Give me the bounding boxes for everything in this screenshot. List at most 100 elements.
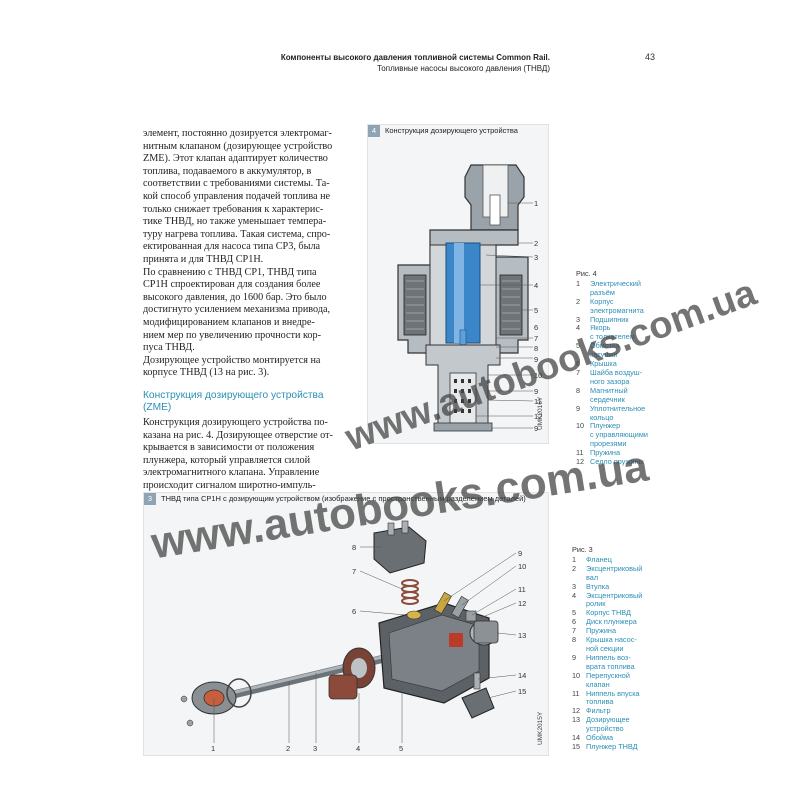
text-line: казана на рис. 4. Дозирующее отверстие о…: [143, 429, 333, 441]
legend-item-number: 8: [576, 385, 581, 395]
legend-item-text: Корпус ТНВД: [586, 608, 631, 618]
body-text-column: элемент, постоянно дозируется электромаг…: [143, 128, 339, 505]
text-line: CP1H спроектирован для создания более: [143, 279, 321, 291]
figure-4-number: 4: [368, 125, 380, 137]
legend-item-text: Фланец: [586, 554, 612, 564]
legend-item-number: 12: [572, 706, 581, 716]
legend-item-text: Крышка насос-ной секции: [586, 635, 637, 653]
legend-item-text: Шайба воздуш-ного зазора: [590, 367, 643, 386]
fig4-callout-12: 12: [534, 412, 542, 421]
legend-item-number: 5: [576, 341, 581, 351]
text-line: крывается в зависимости от положения: [143, 442, 315, 454]
metering-unit-drawing: 1 2 3 4 5 6 7 8 9 10 9 11 12 9 UMK2016Y: [397, 164, 544, 433]
fig3-callout-7: 7: [352, 567, 356, 576]
figure-4-header: 4 Конструкция дозирующего устройства: [368, 125, 548, 137]
legend-item-number: 5: [572, 608, 577, 618]
text-line: тике ТНВД, но также уменьшает темпера-: [143, 216, 327, 228]
fig3-code: UMK2015Y: [537, 711, 544, 745]
legend-item-number: 12: [576, 457, 585, 467]
section-heading: Конструкция дозирующего устройства(ZME): [143, 390, 339, 415]
legend-item-number: 2: [576, 296, 581, 306]
legend-item-number: 10: [572, 670, 581, 680]
fig4-callout-6: 6: [534, 323, 538, 332]
legend-item-number: 10: [576, 421, 585, 431]
text-line: принята и для ТНВД CP1H.: [143, 253, 264, 265]
fig4-callout-10: 10: [534, 371, 542, 380]
fig3-callout-8: 8: [352, 543, 356, 552]
legend-item: 9 Ниппель воз-врата топлива: [572, 652, 664, 672]
legend-item-number: 15: [572, 741, 581, 751]
fig4-code: UMK2016Y: [537, 396, 544, 430]
legend-item-text: Седло пружины: [590, 457, 644, 467]
text-line: плунжера, который управляется силой: [143, 454, 311, 466]
text-line: топлива, подаваемого в аккумулятор, в: [143, 165, 312, 177]
text-line: происходит сигналом широтно-импуль-: [143, 480, 316, 492]
fig4-callout-7: 7: [534, 334, 538, 343]
legend-item-number: 4: [576, 323, 581, 333]
text-line: По сравнению с ТНВД CP1, ТНВД типа: [143, 266, 317, 278]
text-line: модифицированием клапанов и внедре-: [143, 316, 315, 328]
text-line: нитным клапаном (дозирующее устройство: [143, 140, 333, 152]
text-line: кой способ управления подачей топлива не: [143, 190, 331, 202]
fig3-callout-13: 13: [518, 631, 526, 640]
legend-item-number: 7: [572, 626, 577, 636]
fig3-callout-6: 6: [352, 607, 356, 616]
legend-item: 5 Корпус ТНВД: [572, 608, 664, 618]
legend-item-number: 7: [576, 367, 581, 377]
legend-item: 7 Шайба воздуш-ного зазора: [576, 367, 666, 387]
legend-item-number: 3: [572, 581, 577, 591]
legend-item-number: 1: [576, 278, 581, 288]
text-line: Конструкция дозирующего устройства по-: [143, 417, 328, 429]
legend-item: 3 Втулка: [572, 581, 664, 592]
legend-item-text: Втулка: [586, 581, 610, 591]
legend-item-text: Ниппель воз-врата топлива: [586, 652, 635, 671]
fig4-callout-9c: 9: [534, 424, 538, 433]
text-line: корпусе ТНВД (13 на рис. 3).: [143, 367, 270, 379]
figure-4-title: Конструкция дозирующего устройства: [385, 126, 518, 135]
legend-item-number: 8: [572, 635, 577, 645]
text-line: туру нагрева топлива. Такая система, спр…: [143, 228, 331, 240]
text-line: Конструкция дозирующего устройства: [143, 389, 324, 401]
legend-item-number: 11: [572, 688, 580, 698]
legend-item-text: Пружина: [586, 626, 616, 636]
legend-item-number: 4: [572, 590, 577, 600]
legend-item-text: Крышка: [590, 359, 617, 369]
legend-item-number: 9: [572, 652, 577, 662]
fig3-callout-15: 15: [518, 687, 526, 696]
fig3-callout-1: 1: [211, 744, 215, 753]
fig3-callout-2: 2: [286, 744, 290, 753]
fig3-callout-11: 11: [518, 585, 526, 594]
text-line: электромагнитного клапана. Управление: [143, 467, 320, 479]
text-line: пуса ТНВД.: [143, 342, 195, 354]
fig4-callout-11: 11: [534, 397, 542, 406]
fig4-callout-9b: 9: [534, 387, 538, 396]
fig3-callout-10: 10: [518, 562, 526, 571]
legend-item-number: 6: [576, 359, 581, 369]
fig3-callout-3: 3: [313, 744, 317, 753]
legend-item-number: 11: [576, 448, 584, 458]
legend-item-number: 13: [572, 715, 581, 725]
figure-4: 4 Конструкция дозирующего устройства: [367, 124, 549, 444]
